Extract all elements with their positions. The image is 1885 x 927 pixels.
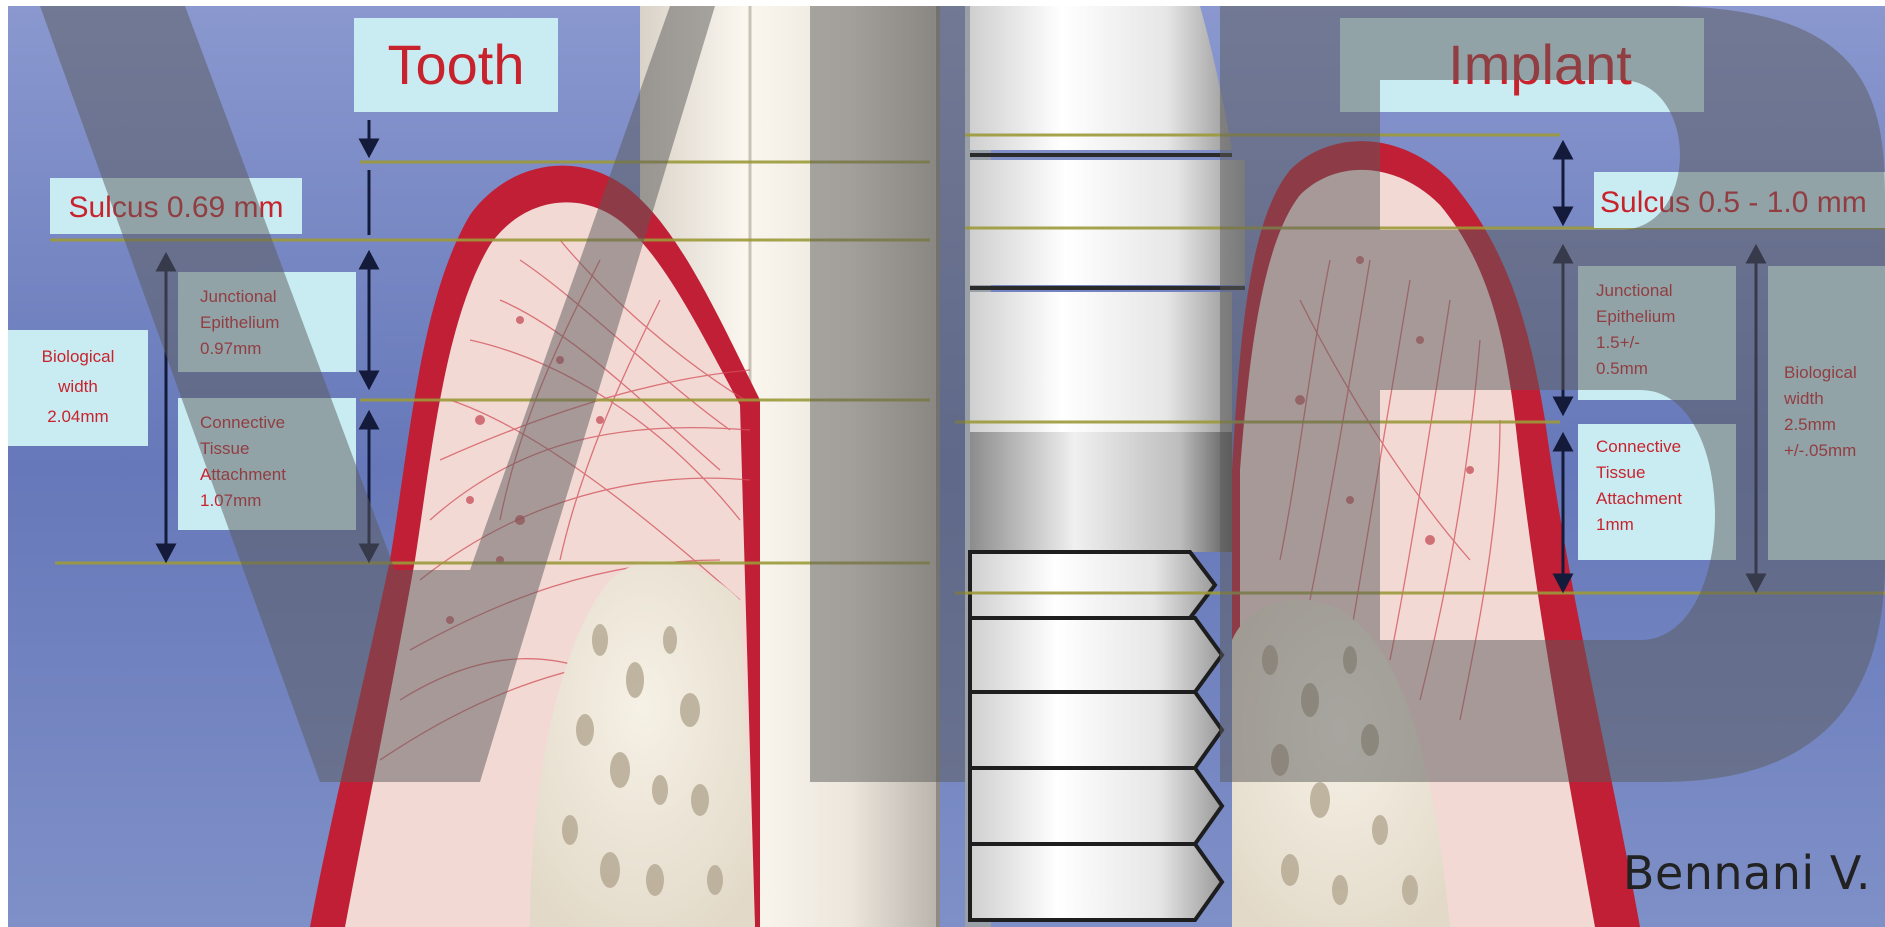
implant-connective-line1: Connective (1596, 437, 1681, 456)
tooth-biowidth-line2: width (57, 377, 98, 396)
author-credit: Bennani V. (1623, 846, 1871, 900)
tooth-biowidth-line3: 2.04mm (47, 407, 108, 426)
tooth-title: Tooth (388, 33, 525, 96)
tooth-biowidth-line1: Biological (42, 347, 115, 366)
implant-connective-line3: Attachment (1596, 489, 1682, 508)
implant-connective-line4: 1mm (1596, 515, 1634, 534)
implant-connective-line2: Tissue (1596, 463, 1645, 482)
implant-structure (965, 6, 1245, 927)
